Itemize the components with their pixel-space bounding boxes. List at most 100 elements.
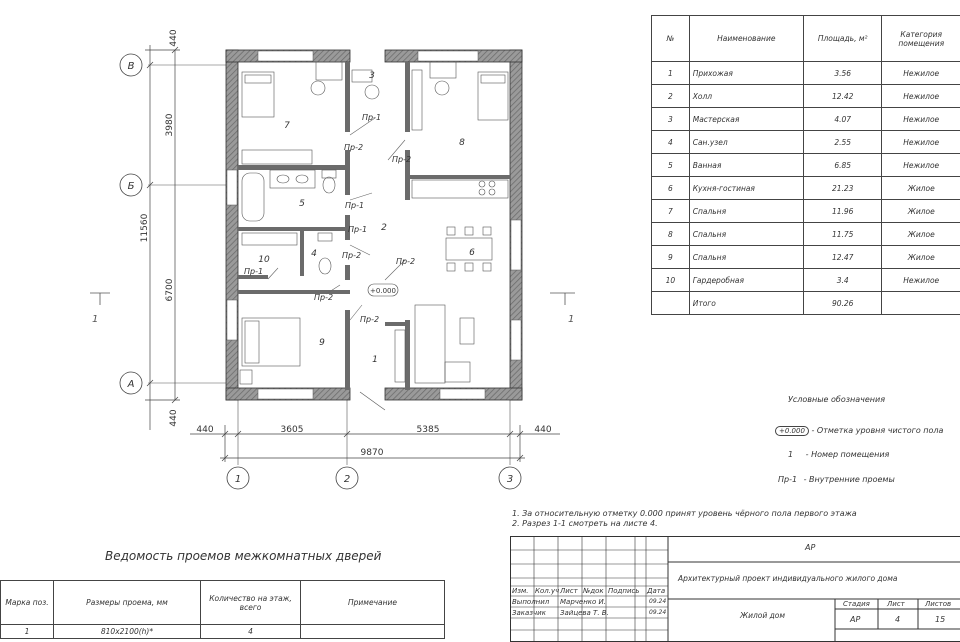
legend-level-text: - Отметка уровня чистого пола — [811, 426, 943, 435]
rooms-table-cell: Прихожая — [689, 62, 803, 85]
legend-door-text: - Внутренние проемы — [804, 475, 895, 484]
section-label-left: 1 — [92, 314, 98, 325]
rooms-table-cell: 5 — [652, 154, 690, 177]
rooms-table-cell: 10 — [652, 269, 690, 292]
rooms-table-cell: Спальня — [689, 246, 803, 269]
doors-table-cell: 1 — [1, 625, 54, 639]
rooms-table-cell: Жилое — [882, 246, 960, 269]
rooms-table-cell — [882, 292, 960, 315]
rooms-table-cell — [652, 292, 690, 315]
title-block-role: Выполнил — [512, 598, 549, 606]
room-number-2: 2 — [381, 223, 387, 233]
legend-level-symbol: +0.000 — [775, 426, 809, 436]
dim-right-offset: 440 — [534, 425, 551, 435]
room-number-3: 3 — [369, 71, 375, 81]
rooms-table-cell: Гардеробная — [689, 269, 803, 292]
floor-plan: В Б А 1 2 3 440 3980 11560 6700 440 — [0, 0, 640, 510]
level-mark-text: +0.000 — [370, 287, 396, 295]
rooms-table-cell: 3 — [652, 108, 690, 131]
dim-span-1-2: 3605 — [281, 425, 304, 435]
rooms-table-header-category: Категория помещения — [882, 16, 960, 62]
title-block-sheet-head: Лист — [887, 600, 905, 608]
legend-item: Пр-1 - Внутренние проемы — [778, 475, 895, 484]
door-mark: Пр-2 — [396, 257, 415, 266]
door-mark: Пр-1 — [348, 225, 367, 234]
dimension-lines-vertical — [145, 45, 180, 430]
rooms-table-cell: 1 — [652, 62, 690, 85]
title-block-stage-head: Стадия — [843, 600, 870, 608]
rooms-table-cell: 11.96 — [803, 200, 882, 223]
title-block-date: 09.24 — [649, 598, 666, 605]
doors-table-title: Ведомость проемов межкомнатных дверей — [105, 549, 381, 563]
doors-table-cell — [301, 625, 445, 639]
axis-label-1: 1 — [235, 474, 241, 485]
dim-bottom-offset: 440 — [169, 409, 179, 426]
rooms-table-cell: Кухня-гостиная — [689, 177, 803, 200]
rooms-table-header-num: № — [652, 16, 690, 62]
title-block-object: Жилой дом — [740, 611, 785, 620]
axis-label-v: В — [128, 61, 135, 72]
dim-span-total: 11560 — [140, 213, 150, 242]
rooms-table-header-name: Наименование — [689, 16, 803, 62]
rooms-table-cell: Нежилое — [882, 85, 960, 108]
rooms-table-cell: Мастерская — [689, 108, 803, 131]
rooms-table-cell: Спальня — [689, 223, 803, 246]
section-label-right: 1 — [568, 314, 574, 325]
rooms-table-cell: Нежилое — [882, 131, 960, 154]
rooms-table-cell: 4.07 — [803, 108, 882, 131]
axis-bubbles-cols: 1 2 3 — [227, 467, 521, 489]
room-number-10: 10 — [258, 255, 270, 265]
internal-walls — [238, 62, 510, 390]
title-block-col-head: Подпись — [608, 587, 640, 595]
rooms-table-cell: 9 — [652, 246, 690, 269]
axis-label-a: А — [127, 379, 135, 390]
legend-item: 1 - Номер помещения — [788, 450, 889, 459]
room-number-8: 8 — [459, 138, 465, 148]
door-mark: Пр-1 — [244, 267, 263, 276]
rooms-table-cell: 12.42 — [803, 85, 882, 108]
title-block-sheets-head: Листов — [925, 600, 951, 608]
room-number-6: 6 — [469, 248, 475, 258]
rooms-table-cell: 2.55 — [803, 131, 882, 154]
title-block-col-head: №док — [583, 587, 604, 595]
legend-title: Условные обозначения — [788, 395, 885, 404]
doors-table: Марка поз. Размеры проема, мм Количество… — [0, 580, 445, 639]
room-number-7: 7 — [284, 121, 290, 131]
axis-lines — [148, 65, 510, 465]
rooms-table-cell: Жилое — [882, 177, 960, 200]
doors-table-header-mark: Марка поз. — [1, 581, 54, 625]
axis-label-3: 3 — [507, 474, 513, 485]
rooms-table-cell: 6 — [652, 177, 690, 200]
rooms-table-cell: 6.85 — [803, 154, 882, 177]
door-mark: Пр-2 — [360, 315, 379, 324]
title-block: АР Архитектурный проект индивидуального … — [510, 536, 960, 642]
title-block-sheets: 15 — [935, 615, 945, 624]
dim-span-b-a: 6700 — [165, 278, 175, 301]
title-block-col-head: Кол.уч — [535, 587, 559, 595]
doors-table-cell: 810x2100(h)* — [54, 625, 201, 639]
rooms-table-cell: Жилое — [882, 200, 960, 223]
rooms-table-cell: 4 — [652, 131, 690, 154]
rooms-table-cell: 3.4 — [803, 269, 882, 292]
doors-table-header-count: Количество на этаж, всего — [201, 581, 301, 625]
title-block-name: Марченко И. — [560, 598, 606, 606]
dim-span-v-b: 3980 — [165, 113, 175, 136]
legend-room-text: - Номер помещения — [806, 450, 890, 459]
axis-bubbles-rows: В Б А — [120, 54, 142, 394]
rooms-table-cell: 2 — [652, 85, 690, 108]
title-block-stage: АР — [850, 615, 860, 624]
rooms-table-cell: 7 — [652, 200, 690, 223]
rooms-table-cell: Нежилое — [882, 154, 960, 177]
rooms-table-cell: Нежилое — [882, 269, 960, 292]
external-walls — [226, 50, 522, 400]
axis-label-2: 2 — [344, 474, 350, 485]
room-number-4: 4 — [311, 249, 317, 259]
